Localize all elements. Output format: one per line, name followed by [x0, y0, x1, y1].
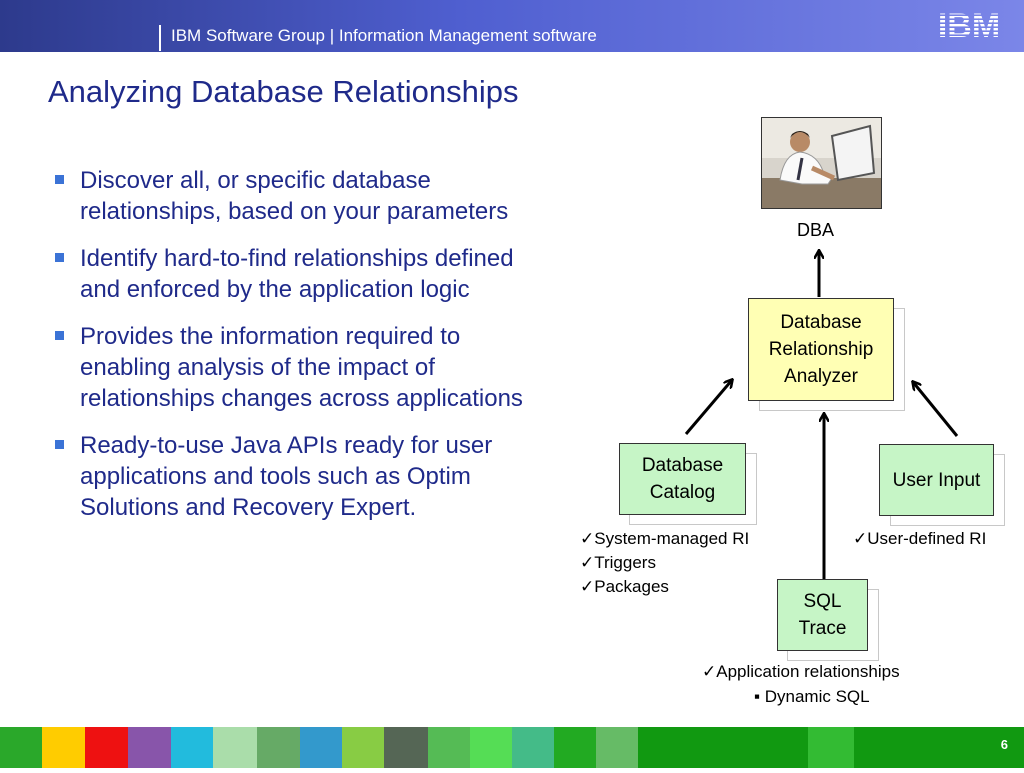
user-input-box: User Input	[879, 444, 994, 516]
bullet-item: Identify hard-to-find relationships defi…	[52, 243, 542, 305]
sql-trace-label-line: Trace	[798, 618, 847, 639]
ibm-logo: IBM	[932, 7, 1006, 45]
page-number: 6	[1000, 737, 1008, 752]
bullet-item: Provides the information required to ena…	[52, 321, 542, 414]
header-title: IBM Software Group | Information Managem…	[171, 26, 597, 45]
footer-banner	[0, 727, 1024, 768]
sql-trace-box: SQL Trace	[777, 579, 868, 651]
trace-note-secondary: ▪ Dynamic SQL	[754, 687, 870, 706]
bullet-text: Provides the information required to ena…	[80, 323, 523, 412]
trace-note-primary: ✓Application relationships	[702, 662, 900, 681]
header-separator	[159, 25, 161, 51]
bullet-item: Discover all, or specific database relat…	[52, 165, 542, 227]
bullet-text: Ready-to-use Java APIs ready for user ap…	[80, 432, 493, 521]
user-note: ✓User-defined RI	[853, 529, 987, 548]
bullet-item: Ready-to-use Java APIs ready for user ap…	[52, 430, 542, 523]
catalog-note: ✓Packages	[580, 577, 669, 596]
arrow-from-catalog	[684, 380, 732, 435]
bullet-list: Discover all, or specific database relat…	[52, 165, 542, 539]
bullet-square-icon	[55, 331, 64, 340]
arrow-from-user-input	[913, 382, 959, 437]
catalog-notes: ✓System-managed RI ✓Triggers ✓Packages	[580, 527, 749, 599]
user-notes: ✓User-defined RI	[853, 527, 986, 551]
analyzer-box: Database Relationship Analyzer	[748, 298, 894, 401]
bullet-text: Identify hard-to-find relationships defi…	[80, 245, 514, 303]
user-input-label: User Input	[892, 469, 981, 491]
header-bar	[0, 0, 1024, 52]
bullet-square-icon	[55, 175, 64, 184]
svg-text:IBM: IBM	[938, 8, 1000, 42]
catalog-note: ✓Triggers	[580, 553, 656, 572]
catalog-label-line: Catalog	[649, 482, 716, 503]
bullet-square-icon	[55, 253, 64, 262]
analyzer-label-line: Database	[780, 312, 862, 333]
catalog-note: ✓System-managed RI	[580, 529, 750, 548]
bullet-text: Discover all, or specific database relat…	[80, 167, 509, 225]
bullet-square-icon	[55, 440, 64, 449]
catalog-label-line: Database	[641, 455, 724, 476]
sql-trace-label-line: SQL	[803, 591, 842, 612]
slide-title: Analyzing Database Relationships	[48, 74, 519, 109]
dba-photo	[761, 117, 882, 209]
dba-label: DBA	[797, 220, 835, 240]
catalog-box: Database Catalog	[619, 443, 746, 515]
analyzer-label-line: Analyzer	[784, 366, 858, 387]
analyzer-label-line: Relationship	[768, 339, 874, 360]
